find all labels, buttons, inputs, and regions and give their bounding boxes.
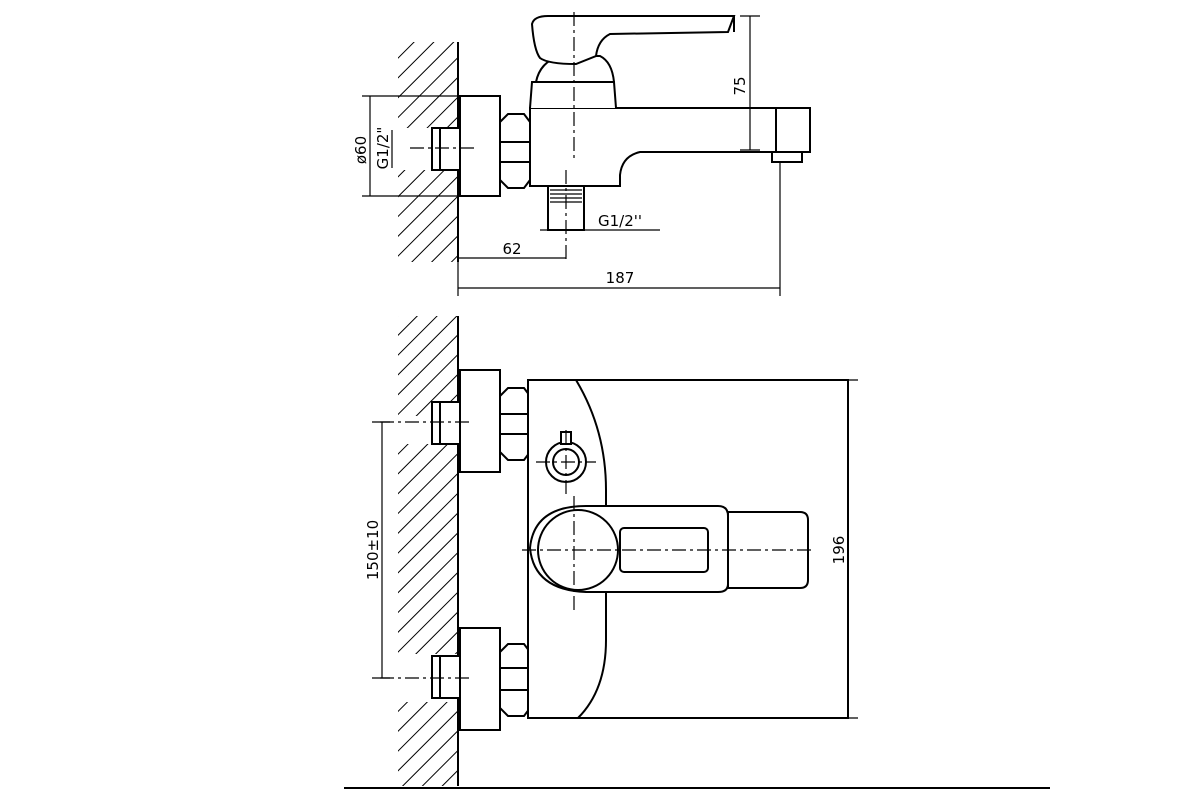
dim-wall-thread-label: G1/2" bbox=[374, 127, 392, 170]
dim-outlet-thread-label: G1/2'' bbox=[598, 212, 642, 230]
wall-hatch-lower bbox=[398, 170, 458, 262]
dim-diameter-label: ø60 bbox=[352, 136, 370, 164]
upper-flange bbox=[459, 369, 501, 473]
front-view bbox=[344, 316, 1050, 789]
wall-hatch-front-2 bbox=[398, 444, 458, 654]
hex-nut bbox=[499, 113, 531, 189]
lower-hex-nut bbox=[499, 643, 531, 717]
dim-spacing-label: 150±10 bbox=[364, 520, 382, 580]
lower-pipe bbox=[431, 655, 461, 699]
wall-pipe bbox=[431, 127, 461, 171]
dim-offset-label: 62 bbox=[502, 240, 521, 258]
mixer-body bbox=[529, 107, 811, 187]
lever-handle bbox=[530, 15, 736, 66]
dim-length-label: 187 bbox=[606, 269, 635, 287]
upper-hex-nut bbox=[499, 387, 531, 461]
side-view bbox=[362, 12, 811, 296]
wall-hatch-front-3 bbox=[398, 702, 458, 786]
dimension-lines bbox=[362, 15, 781, 296]
dim-height-label: 75 bbox=[731, 76, 749, 95]
front-dimension-lines bbox=[372, 379, 858, 719]
upper-pipe bbox=[431, 401, 461, 445]
wall-hatch-upper bbox=[398, 42, 458, 128]
center-lines bbox=[410, 12, 575, 262]
wall-hatch-front-1 bbox=[398, 316, 458, 416]
cartridge-neck bbox=[529, 81, 617, 109]
cover-flange bbox=[459, 95, 501, 197]
dim-width-label: 196 bbox=[830, 536, 848, 565]
aerator bbox=[771, 151, 803, 163]
lower-flange bbox=[459, 627, 501, 731]
body-curve bbox=[575, 379, 607, 719]
